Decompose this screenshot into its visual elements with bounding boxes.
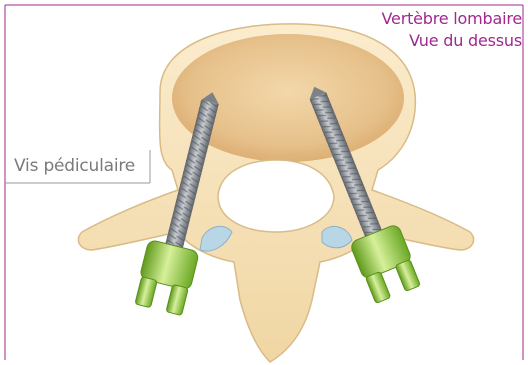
figure-title: Vertèbre lombaire Vue du dessus (382, 8, 522, 52)
screw-head-left (133, 239, 199, 316)
title-line-2: Vue du dessus (382, 30, 522, 52)
vertebra-bone (78, 24, 473, 362)
title-line-1: Vertèbre lombaire (382, 8, 522, 30)
spinal-canal (218, 160, 334, 232)
callout-label-pedicle-screw: Vis pédiculaire (14, 156, 135, 176)
